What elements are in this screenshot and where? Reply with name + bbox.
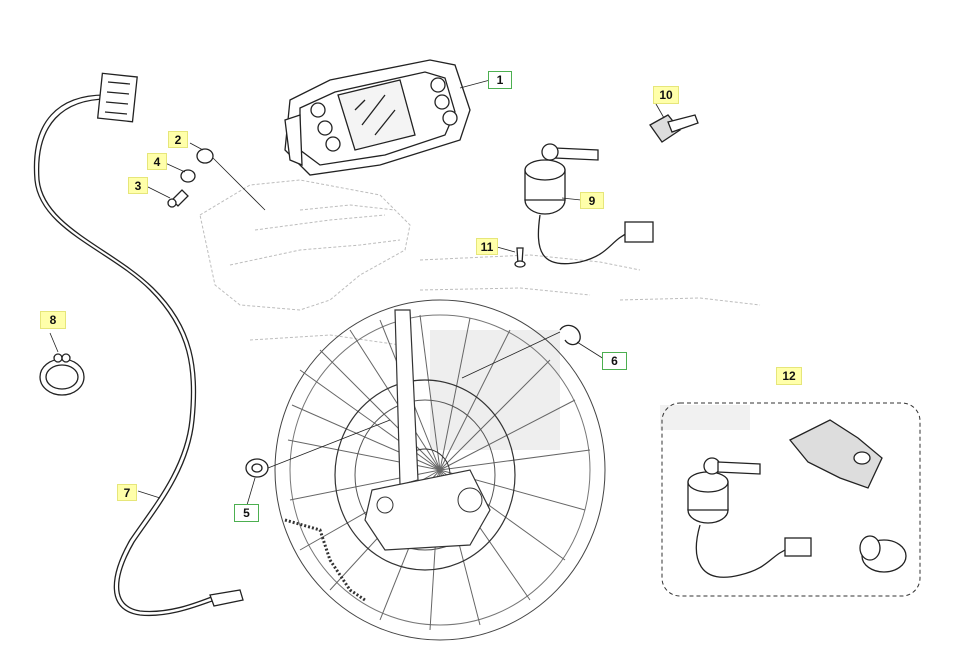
- callout-8: 8: [40, 311, 66, 329]
- callout-3: 3: [128, 177, 148, 194]
- key: [649, 114, 699, 143]
- callout-7: 7: [117, 484, 137, 501]
- callout-4: 4: [147, 153, 167, 170]
- callout-12: 12: [776, 367, 802, 385]
- hose-clamp: [39, 353, 85, 396]
- instrument-cluster: [284, 59, 471, 176]
- callout-1: 1: [488, 71, 512, 89]
- screw: [514, 247, 526, 268]
- clip: [461, 324, 581, 379]
- callout-5: 5: [234, 504, 259, 522]
- callout-2: 2: [168, 131, 188, 148]
- ignition-switch: [524, 143, 654, 265]
- fasteners-group: [167, 148, 266, 211]
- kit-box: [661, 402, 921, 597]
- ghost-front-wheel: [274, 299, 606, 641]
- wiring-harness: [33, 72, 244, 617]
- ghost-halftone: [430, 330, 750, 450]
- ghost-frame-bracket: [199, 179, 761, 346]
- callout-10: 10: [653, 86, 679, 104]
- grommet: [245, 419, 391, 478]
- callout-6: 6: [602, 352, 627, 370]
- callout-9: 9: [580, 192, 604, 209]
- callout-11: 11: [476, 238, 498, 255]
